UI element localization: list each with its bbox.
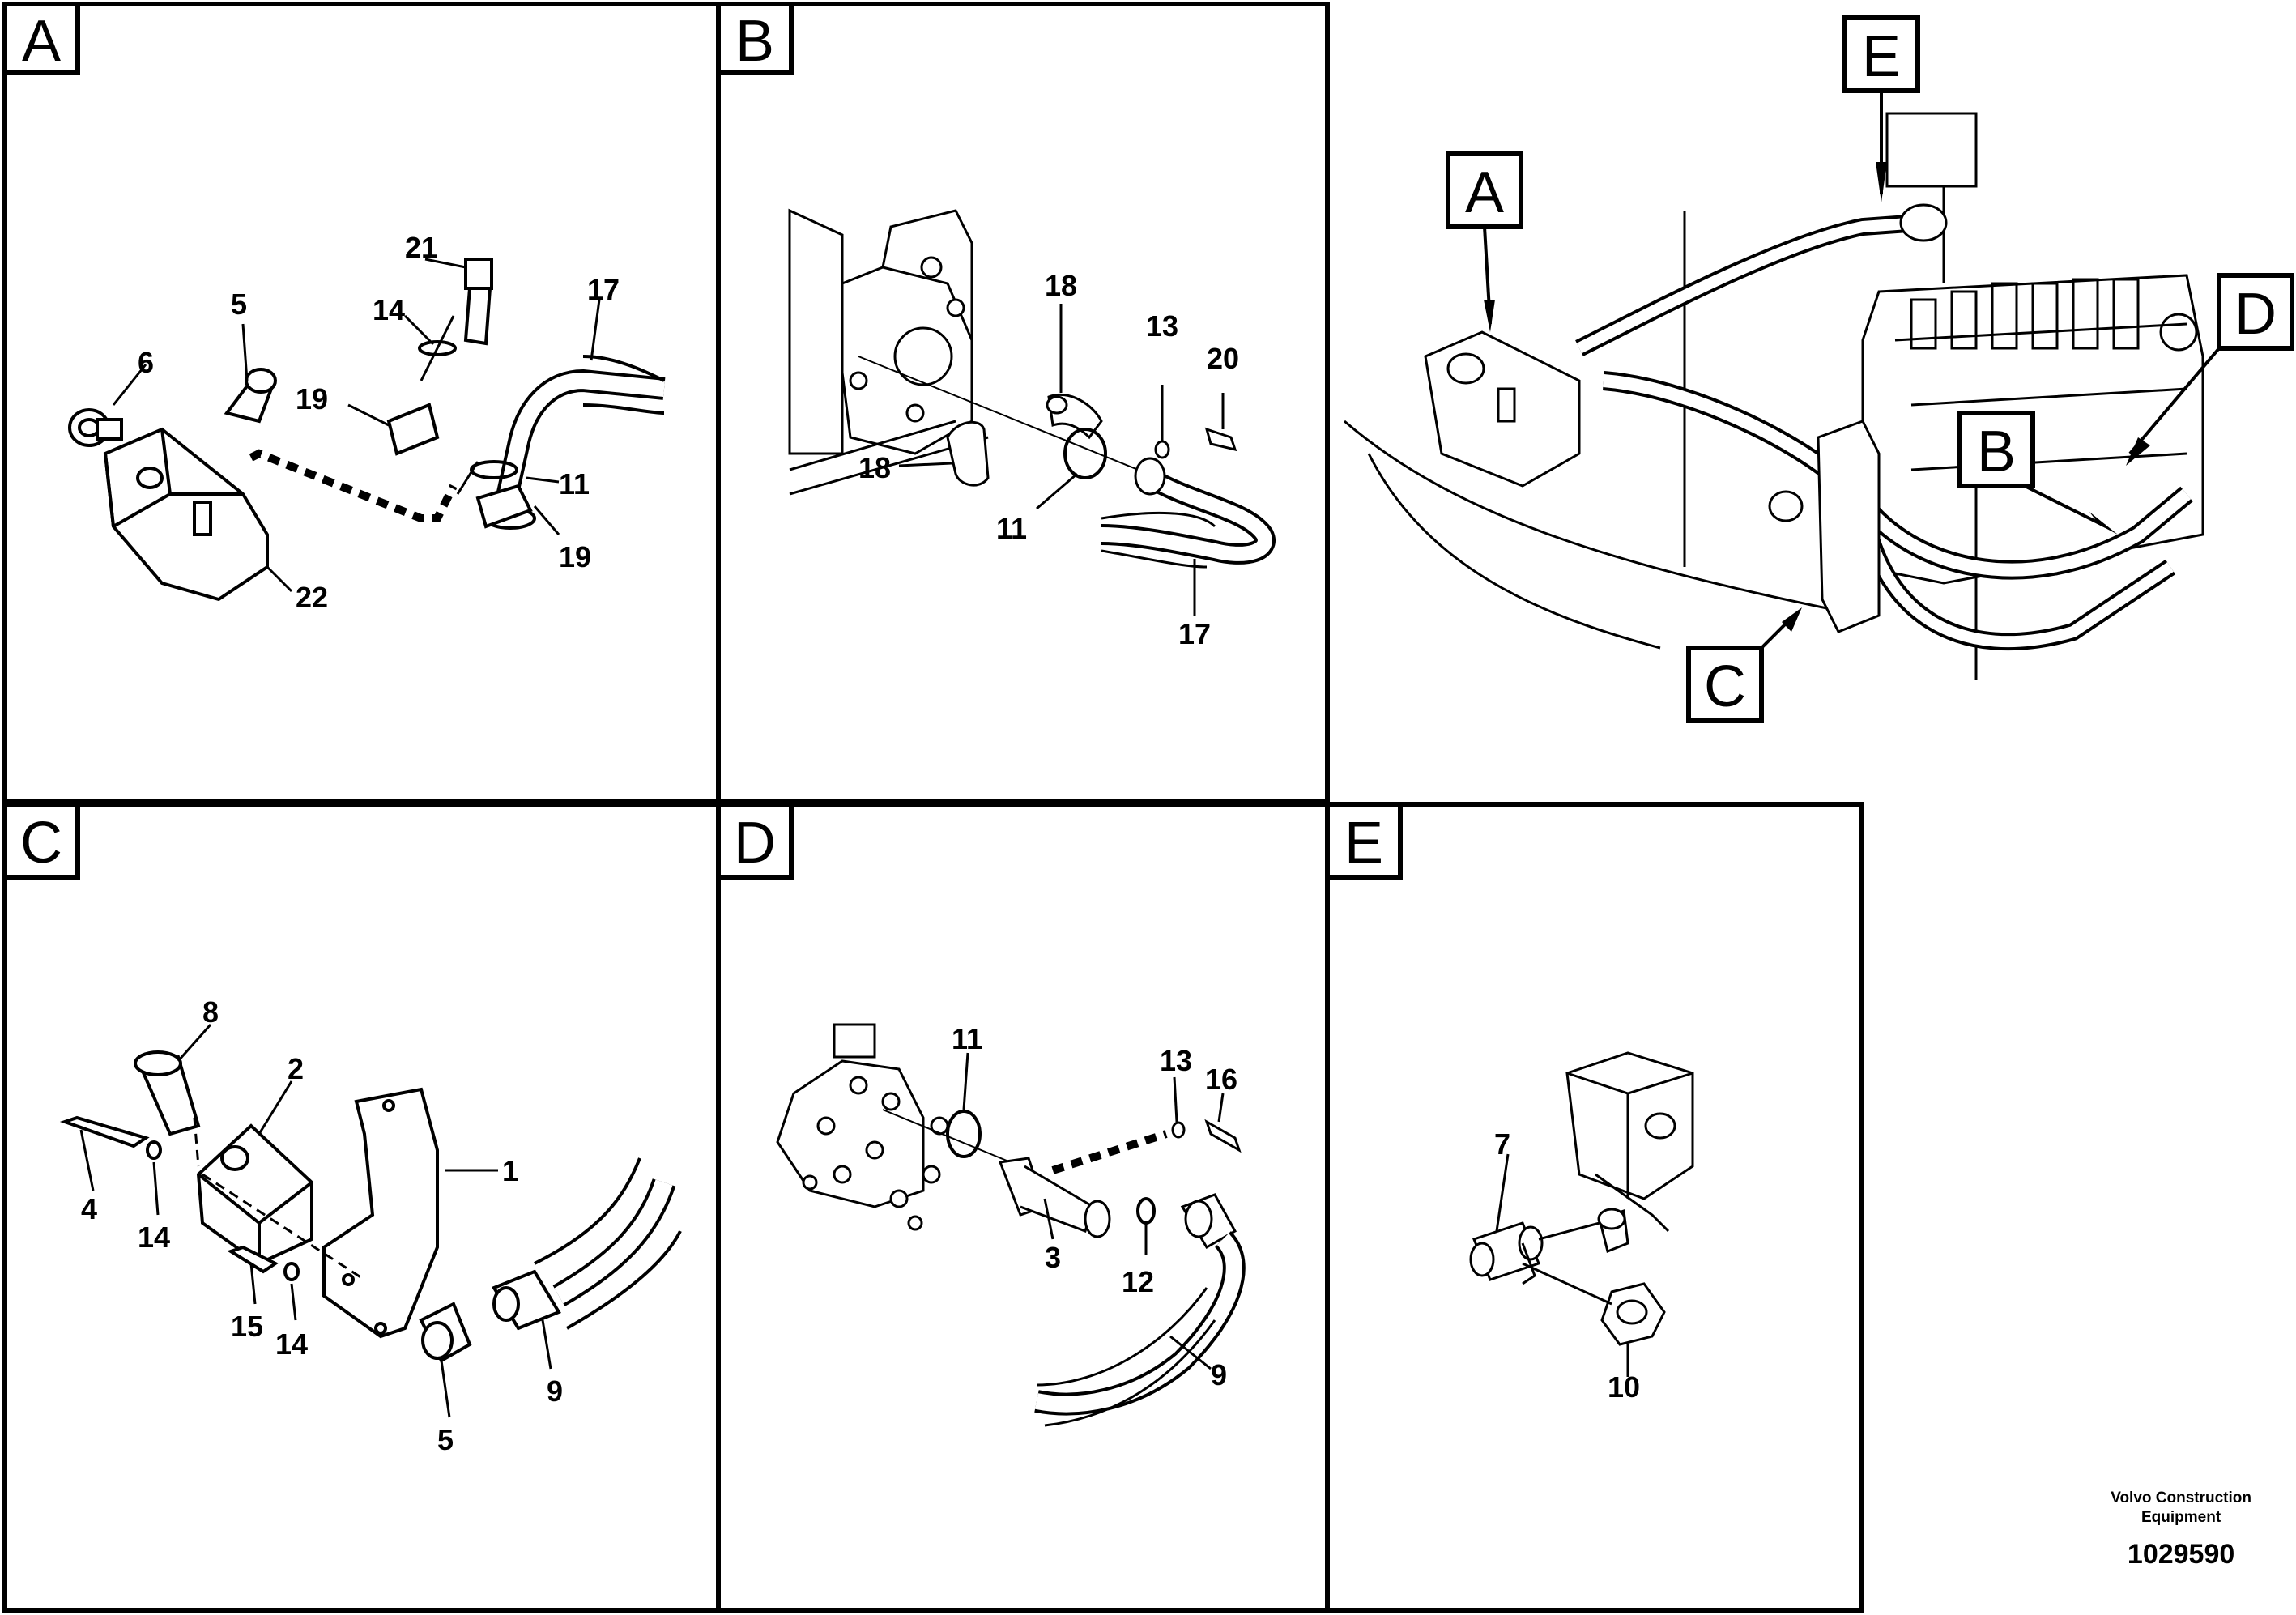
oring-12 — [1136, 1197, 1156, 1225]
label-19b: 19 — [559, 540, 591, 573]
svg-text:E: E — [1862, 24, 1901, 89]
label-3: 3 — [1045, 1241, 1061, 1274]
label-10: 10 — [1608, 1370, 1640, 1404]
label-14-c: 14 — [138, 1221, 170, 1254]
label-20: 20 — [1207, 342, 1239, 375]
panel-a-tag: A — [2, 2, 80, 75]
panel-b-labels: 18 13 20 18 11 17 — [858, 269, 1239, 650]
clamp-19 — [386, 403, 440, 456]
oring-11-d — [946, 1110, 982, 1158]
valve-block — [103, 427, 269, 602]
overview-tag-a: A — [1446, 151, 1523, 332]
svg-text:C: C — [20, 811, 62, 876]
washer-14-c — [146, 1140, 162, 1160]
drawing-number: 1029590 — [2127, 1539, 2235, 1570]
svg-text:E: E — [1344, 811, 1383, 876]
label-17: 17 — [587, 273, 620, 306]
panel-b-tag: B — [716, 2, 794, 75]
overview-tags: E A D B C — [1446, 15, 2294, 723]
bolt-20 — [1204, 427, 1237, 452]
washer-14 — [418, 340, 457, 356]
panel-c-labels: 8 2 1 4 14 15 14 5 9 — [81, 995, 563, 1456]
label-6: 6 — [138, 346, 154, 379]
panel-b-drawing — [788, 208, 1276, 616]
label-16: 16 — [1205, 1063, 1237, 1096]
label-11-d: 11 — [952, 1022, 982, 1055]
panel-b-border — [716, 2, 1330, 804]
label-9-d: 9 — [1211, 1358, 1227, 1391]
panel-c-drawing — [59, 1024, 682, 1418]
washer-13 — [1154, 440, 1170, 459]
label-15: 15 — [231, 1310, 263, 1343]
fitting-6 — [68, 408, 123, 447]
elbow-5-c — [419, 1302, 472, 1363]
label-9-c: 9 — [547, 1374, 563, 1408]
svg-text:D: D — [2234, 282, 2277, 347]
panel-e-labels: 7 10 — [1494, 1127, 1640, 1404]
panel-e-border — [1325, 802, 1864, 1613]
label-11-b: 11 — [996, 512, 1027, 545]
brand-line-2: Equipment — [2141, 1509, 2221, 1526]
tee-7 — [1469, 1221, 1544, 1285]
overview-tag-c: C — [1686, 607, 1802, 723]
label-8: 8 — [202, 995, 219, 1029]
overview-tag-d: D — [2126, 273, 2294, 466]
svg-text:A: A — [22, 9, 61, 74]
panel-d-tag: D — [716, 802, 794, 880]
svg-text:C: C — [1704, 654, 1746, 719]
bolt-21 — [463, 258, 493, 346]
label-19a: 19 — [296, 382, 328, 415]
label-12: 12 — [1122, 1265, 1154, 1298]
label-13: 13 — [1146, 309, 1178, 343]
oring-11-b — [1063, 428, 1107, 479]
label-5: 5 — [231, 288, 247, 321]
label-17-b: 17 — [1178, 617, 1211, 650]
footer: Volvo Construction Equipment 1029590 — [2111, 1489, 2251, 1570]
bracket-1 — [322, 1087, 439, 1339]
overview-tag-b: B — [1957, 411, 2118, 535]
panel-a-drawing — [68, 258, 666, 602]
panel-a-labels: 21 14 17 5 6 19 11 19 22 — [138, 231, 620, 614]
label-18a: 18 — [1045, 269, 1077, 302]
panel-e-tag: E — [1325, 802, 1403, 880]
label-14: 14 — [373, 293, 405, 326]
brand-line-1: Volvo Construction — [2111, 1489, 2251, 1506]
washer-14-c2 — [283, 1262, 300, 1281]
bolt-16 — [1204, 1119, 1242, 1153]
panel-e-drawing — [1469, 1051, 1694, 1377]
clamp-18-bottom — [946, 420, 990, 487]
label-4: 4 — [81, 1192, 97, 1225]
label-13-d: 13 — [1160, 1044, 1192, 1077]
panel-d-labels: 11 13 16 3 12 9 — [952, 1022, 1237, 1391]
label-14-c2: 14 — [275, 1327, 308, 1361]
valve-housing-e — [1565, 1051, 1694, 1200]
svg-text:A: A — [1465, 160, 1504, 225]
svg-text:B: B — [1977, 420, 2016, 484]
label-11: 11 — [559, 467, 590, 501]
overview-bracket — [1817, 420, 1881, 633]
label-18b: 18 — [858, 451, 891, 484]
elbow-5 — [224, 368, 277, 424]
washer-13-d — [1171, 1121, 1186, 1139]
clamp-19-lower — [475, 484, 533, 529]
label-7: 7 — [1494, 1127, 1510, 1161]
nut-10 — [1600, 1282, 1666, 1346]
label-22: 22 — [296, 581, 328, 614]
hose-9-d — [1034, 1231, 1246, 1416]
label-21: 21 — [405, 231, 437, 264]
overview-tag-e: E — [1842, 15, 1920, 202]
svg-text:B: B — [735, 9, 774, 74]
panel-d-drawing — [776, 1023, 1246, 1427]
label-1: 1 — [502, 1154, 518, 1187]
panel-a-border — [2, 2, 721, 804]
svg-text:D: D — [734, 811, 776, 876]
bolt-4 — [59, 1115, 150, 1148]
panel-c-tag: C — [2, 802, 80, 880]
label-2: 2 — [288, 1052, 304, 1085]
label-5-c: 5 — [437, 1423, 454, 1456]
